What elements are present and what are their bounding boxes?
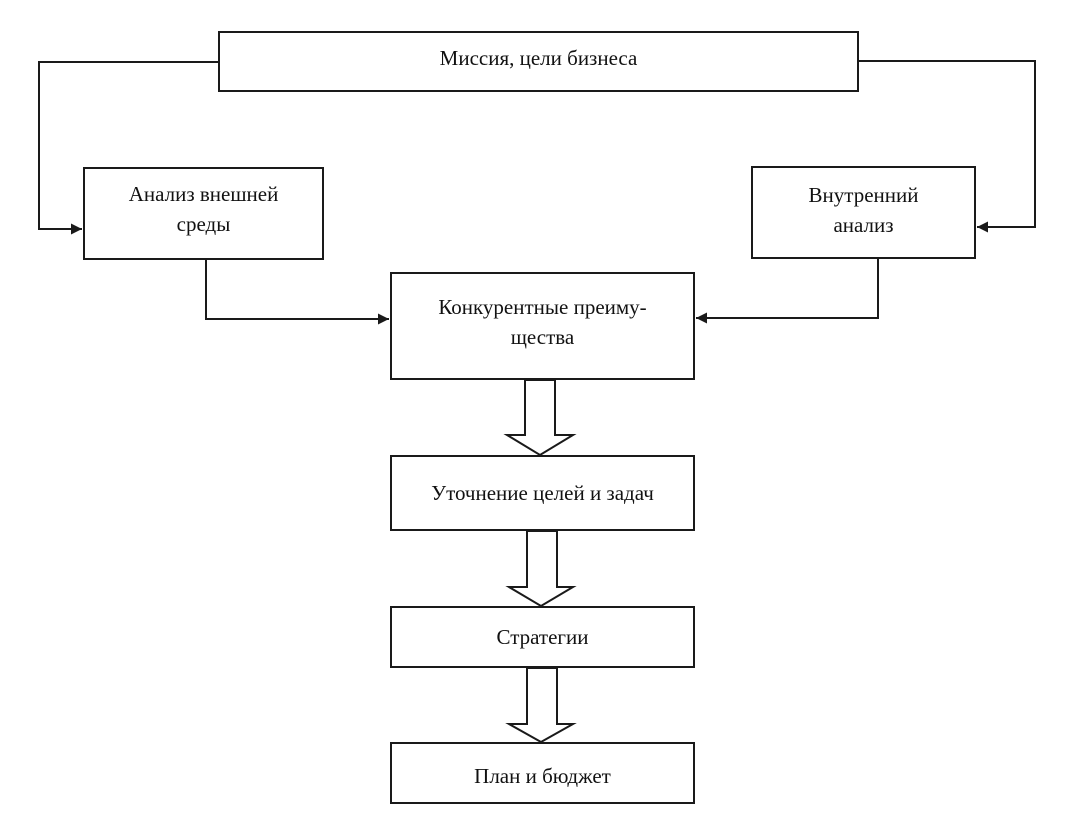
edge-internal-to-advantages: [696, 259, 879, 324]
node-plan-label: План и бюджет: [474, 764, 611, 788]
node-internal-label-line-2: анализ: [833, 213, 894, 237]
node-mission: Миссия, цели бизнеса: [218, 31, 859, 92]
node-advantages-label-line-2: щества: [510, 325, 575, 349]
node-external-label-line-1: Анализ внешней: [128, 182, 279, 206]
node-strategies: Стратегии: [390, 606, 695, 668]
node-internal-label-line-1: Внутренний: [808, 183, 919, 207]
node-refine-label: Уточнение целей и задач: [431, 481, 654, 505]
edge-mission-to-internal: [858, 60, 1036, 233]
node-strategies-label: Стратегии: [496, 625, 589, 649]
edge-mission-to-external: [38, 61, 218, 235]
node-refine-goals: Уточнение целей и задач: [390, 455, 695, 531]
node-mission-label: Миссия, цели бизнеса: [439, 46, 638, 70]
node-advantages-label-line-1: Конкурентные преиму-: [438, 295, 647, 319]
node-plan-budget: План и бюджет: [390, 742, 695, 804]
block-arrow-refine-to-strategies: [505, 530, 577, 608]
edge-external-to-advantages: [205, 260, 389, 325]
node-competitive-advantages: Конкурентные преиму- щества: [390, 272, 695, 380]
node-external-label-line-2: среды: [176, 212, 231, 236]
node-internal-analysis: Внутренний анализ: [751, 166, 976, 259]
node-external-analysis: Анализ внешней среды: [83, 167, 324, 260]
block-arrow-strategies-to-plan: [505, 667, 577, 744]
block-arrow-advantages-to-refine: [503, 379, 577, 457]
